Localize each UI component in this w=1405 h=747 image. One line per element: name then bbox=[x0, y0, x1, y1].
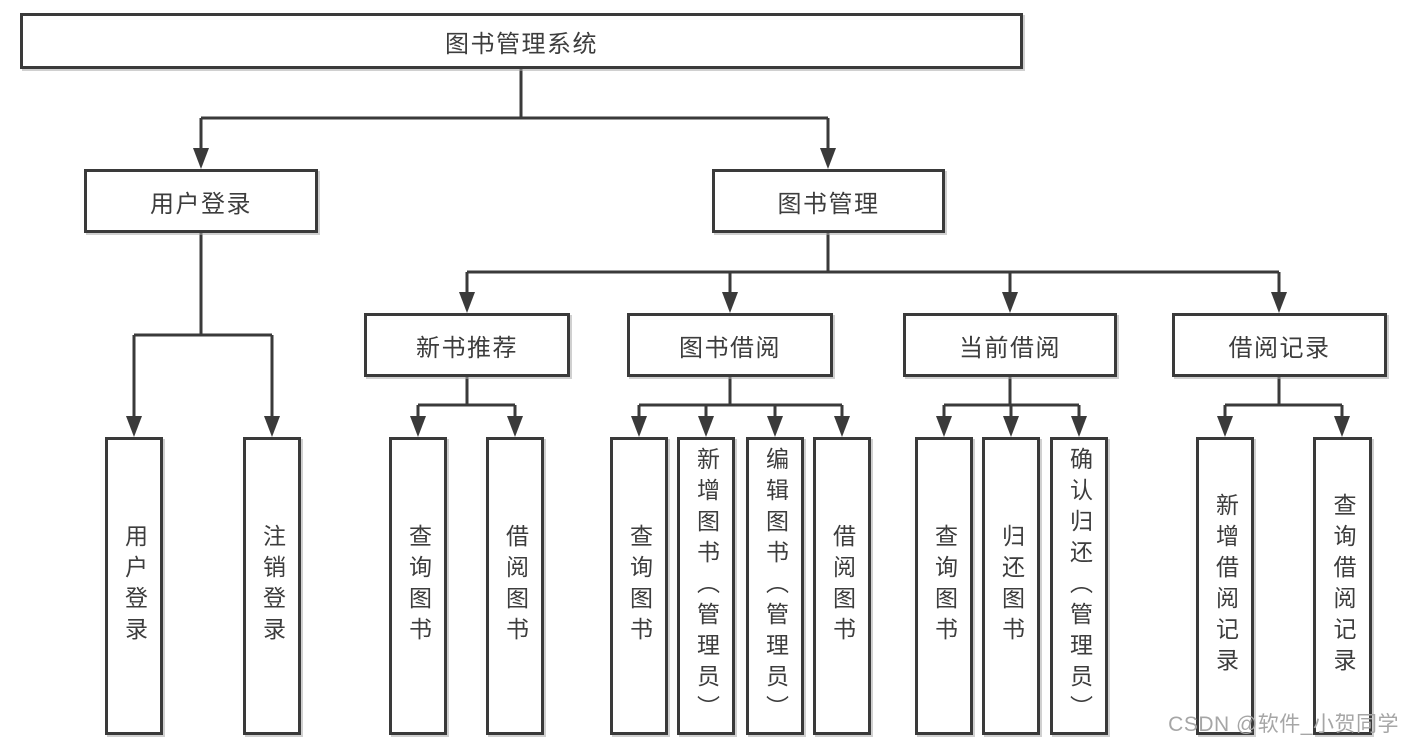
leaf-borrow-edit-book-admin: 编辑图书（管理员） bbox=[746, 437, 804, 735]
leaf-records-query-record: 查询借阅记录 bbox=[1313, 437, 1372, 735]
node-root: 图书管理系统 bbox=[20, 13, 1023, 69]
connector-newbooks-to-children bbox=[416, 377, 517, 418]
connector-borrowrecords-to-children bbox=[1223, 377, 1344, 418]
arrow-down-icon bbox=[722, 292, 738, 313]
arrow-down-icon bbox=[834, 416, 850, 437]
arrow-down-icon bbox=[264, 416, 280, 437]
arrow-down-icon bbox=[1217, 416, 1233, 437]
connector-bookborrow-to-children bbox=[637, 377, 844, 418]
arrow-down-icon bbox=[193, 148, 209, 169]
leaf-current-return-book: 归还图书 bbox=[982, 437, 1040, 735]
csdn-watermark: CSDN @软件_小贺同学 bbox=[1168, 713, 1399, 736]
leaf-records-add-record: 新增借阅记录 bbox=[1196, 437, 1254, 735]
leaf-newbooks-query-book: 查询图书 bbox=[389, 437, 447, 735]
leaf-borrow-query-book: 查询图书 bbox=[610, 437, 668, 735]
arrow-down-icon bbox=[936, 416, 952, 437]
arrow-down-icon bbox=[820, 148, 836, 169]
arrow-down-icon bbox=[507, 416, 523, 437]
arrow-down-icon bbox=[1271, 292, 1287, 313]
leaf-borrow-borrow-book: 借阅图书 bbox=[813, 437, 871, 735]
arrow-down-icon bbox=[767, 416, 783, 437]
leaf-borrow-add-book-admin: 新增图书（管理员） bbox=[677, 437, 735, 735]
connector-userlogin-to-children bbox=[132, 233, 274, 418]
node-book-management: 图书管理 bbox=[712, 169, 945, 233]
node-current-borrow: 当前借阅 bbox=[903, 313, 1117, 377]
leaf-user-login: 用户登录 bbox=[105, 437, 163, 735]
arrow-down-icon bbox=[631, 416, 647, 437]
connector-currentborrow-to-children bbox=[942, 377, 1081, 418]
node-borrow-records: 借阅记录 bbox=[1172, 313, 1387, 377]
connector-bookmgmt-to-level3 bbox=[465, 233, 1281, 294]
leaf-newbooks-borrow-book: 借阅图书 bbox=[486, 437, 544, 735]
connector-root-to-level2 bbox=[199, 69, 830, 150]
arrow-down-icon bbox=[410, 416, 426, 437]
leaf-logout: 注销登录 bbox=[243, 437, 301, 735]
arrow-down-icon bbox=[698, 416, 714, 437]
node-user-login: 用户登录 bbox=[84, 169, 318, 233]
arrow-down-icons bbox=[126, 148, 1350, 437]
arrow-down-icon bbox=[126, 416, 142, 437]
arrow-down-icon bbox=[1071, 416, 1087, 437]
node-book-borrow: 图书借阅 bbox=[627, 313, 833, 377]
arrow-down-icon bbox=[459, 292, 475, 313]
leaf-current-query-book: 查询图书 bbox=[915, 437, 973, 735]
arrow-down-icon bbox=[1002, 292, 1018, 313]
node-new-book-recommend: 新书推荐 bbox=[364, 313, 570, 377]
arrow-down-icon bbox=[1334, 416, 1350, 437]
leaf-current-confirm-return-admin: 确认归还（管理员） bbox=[1050, 437, 1108, 735]
arrow-down-icon bbox=[1003, 416, 1019, 437]
